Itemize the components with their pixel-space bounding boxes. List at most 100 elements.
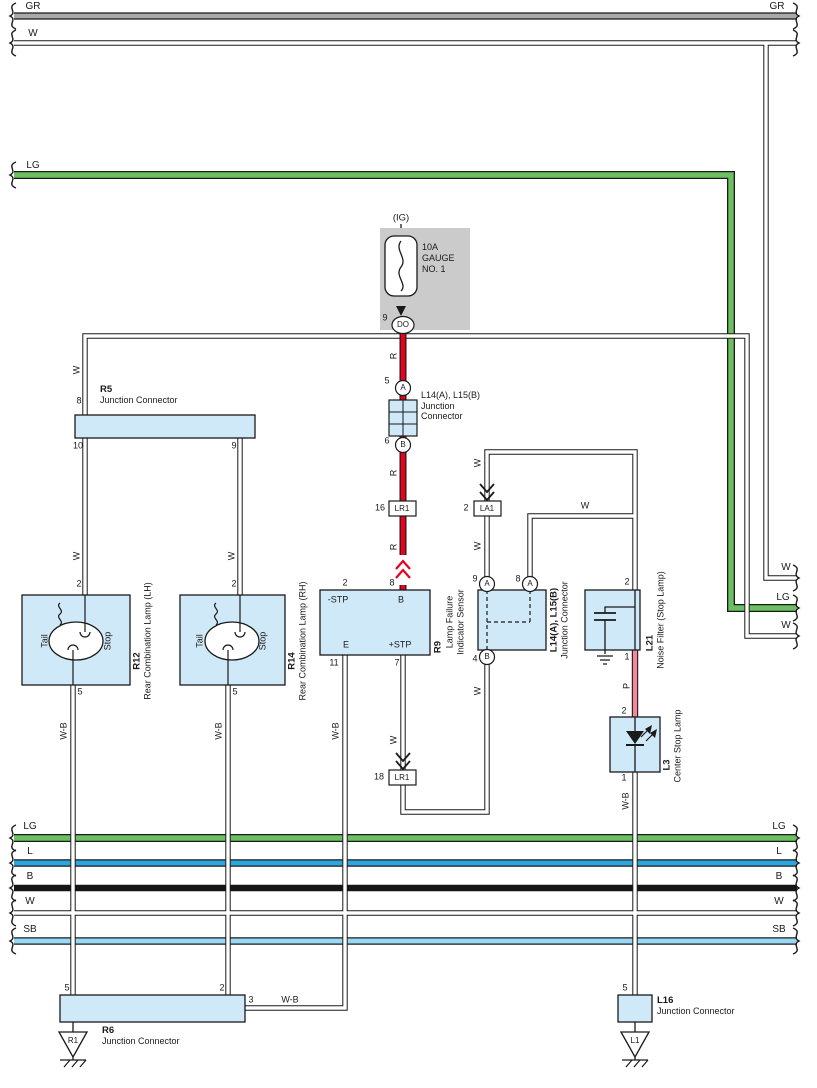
wire-color-r-2: R	[388, 469, 399, 477]
brace-left-gr	[8, 2, 17, 30]
brace-right-lg2	[792, 824, 801, 852]
l14-top-code: L14(A), L15(B)	[421, 390, 481, 400]
l14-top-pin6: 6	[384, 435, 390, 446]
lg-bus-label-left: LG	[26, 160, 40, 171]
edge-connector-braces	[8, 2, 801, 955]
brace-right-w-upper	[792, 564, 801, 592]
bus-lines	[14, 12, 797, 945]
r5-pin9: 9	[231, 440, 237, 451]
lr1-16-pin: 16	[374, 502, 386, 513]
wire-color-r-1: R	[388, 352, 399, 360]
brace-right-lg-mid	[792, 594, 801, 622]
led-arrowhead-2	[650, 729, 657, 738]
pin-circle-b-4	[478, 648, 496, 666]
r14-stop-label: Stop	[257, 631, 268, 651]
r14-name-label: Rear Combination Lamp (RH)	[297, 581, 308, 701]
lr1-16-box	[388, 500, 417, 517]
r6-pin3: 3	[248, 994, 254, 1005]
led-triangle-icon	[626, 731, 644, 744]
r9-code-label: R9	[432, 640, 444, 654]
r14-filaments	[213, 595, 246, 685]
pin-circle-a-9	[478, 575, 496, 593]
wire-color-wb-1: W-B	[58, 722, 69, 740]
brace-left-w2	[8, 899, 17, 927]
r5-box	[74, 414, 256, 439]
l16-pin5: 5	[622, 982, 628, 993]
l14-mid-pin8: 8	[515, 573, 521, 584]
r6-pin5: 5	[64, 982, 70, 993]
r9-neg-stp-label: -STP	[327, 594, 349, 605]
r9-name-line1: Lamp Failure	[444, 595, 455, 649]
l16-name-label: Junction Connector	[657, 1006, 735, 1016]
l14-top-name1: Junction	[421, 401, 455, 411]
r1-ground-hatch-icon	[60, 1059, 87, 1068]
lg-bottom-label-left: LG	[23, 821, 37, 832]
la1-box	[473, 500, 502, 517]
r9-pos-stp-label: +STP	[388, 639, 412, 650]
wire-color-wb-5: W-B	[620, 792, 631, 810]
lr1-18-chevrons	[395, 752, 411, 771]
white-wires	[14, 40, 797, 1011]
r9-pin2: 2	[342, 577, 348, 588]
l1-ground-label: L1	[630, 1036, 640, 1045]
wire-color-w-r5: W	[71, 365, 82, 375]
r14-bulb-icon	[204, 621, 260, 661]
l16-code-label: L16	[657, 995, 674, 1006]
right-edge-w-lower-label: W	[781, 620, 791, 631]
wire-color-wb-2: W-B	[213, 722, 224, 740]
brace-right-b	[792, 874, 801, 902]
wire-color-w-la1-low: W	[472, 541, 483, 551]
wire-color-r-3: R	[388, 543, 399, 551]
l21-pin2: 2	[624, 576, 630, 587]
r12-pin5: 5	[77, 686, 83, 697]
r9-box	[319, 589, 431, 656]
l14-mid-b: B	[484, 652, 490, 661]
la1-chevrons	[479, 483, 495, 502]
fuse-rating-label: 10A	[422, 242, 439, 252]
fuse-element	[398, 240, 404, 292]
gr-bus-label-left: GR	[25, 1, 41, 12]
pin-circle-a-8	[521, 575, 539, 593]
r12-pin2: 2	[76, 578, 82, 589]
l14-top-a: A	[400, 383, 406, 392]
brace-right-w	[792, 29, 801, 57]
l21-internal-wire	[604, 590, 636, 654]
w-bottom-label-right: W	[774, 896, 784, 907]
l14-l15-mid-links	[486, 590, 531, 650]
r9-pin7: 7	[394, 657, 400, 668]
r5-pin10: 10	[72, 440, 84, 451]
la1-pin: 2	[463, 502, 469, 513]
l21-ground-icon	[597, 655, 613, 665]
l14-mid-a2: A	[527, 579, 533, 588]
do-terminal-oval	[391, 315, 415, 335]
r9-pin8: 8	[389, 577, 395, 588]
wire-color-p: P	[621, 682, 632, 690]
r9-name-line2: Indicator Sensor	[455, 589, 466, 655]
right-edge-lg-label: LG	[776, 592, 790, 603]
r14-code-label: R14	[286, 652, 298, 670]
r14-tail-label: Tail	[194, 634, 205, 648]
brace-right-gr	[792, 2, 801, 30]
l14-top-pin5: 5	[384, 375, 390, 386]
lr1-18-label: LR1	[394, 773, 410, 782]
l14-mid-code-label: L14(A), L15(B)	[548, 587, 560, 653]
wire-color-w-horiz: W	[580, 500, 590, 511]
wire-color-w-pin4: W	[472, 686, 483, 696]
led-arrowhead-1	[645, 725, 652, 734]
do-terminal-label: DO	[397, 320, 409, 329]
l-bus-label-left: L	[27, 846, 33, 857]
brace-right-w-lower	[792, 622, 801, 650]
r6-pin2: 2	[219, 982, 225, 993]
brace-left-lg2	[8, 824, 17, 852]
do-pin-number: 9	[382, 312, 388, 323]
r5-pin8: 8	[76, 395, 82, 406]
l14-mid-pin9: 9	[472, 573, 478, 584]
right-edge-w-upper-label: W	[781, 562, 791, 573]
b-bus-label-right: B	[775, 871, 783, 882]
b-bus-label-left: B	[26, 871, 34, 882]
r5-code-label: R5	[100, 384, 113, 395]
down-arrow-icon	[396, 306, 406, 316]
wire-color-wb-4: W-B	[281, 994, 299, 1005]
